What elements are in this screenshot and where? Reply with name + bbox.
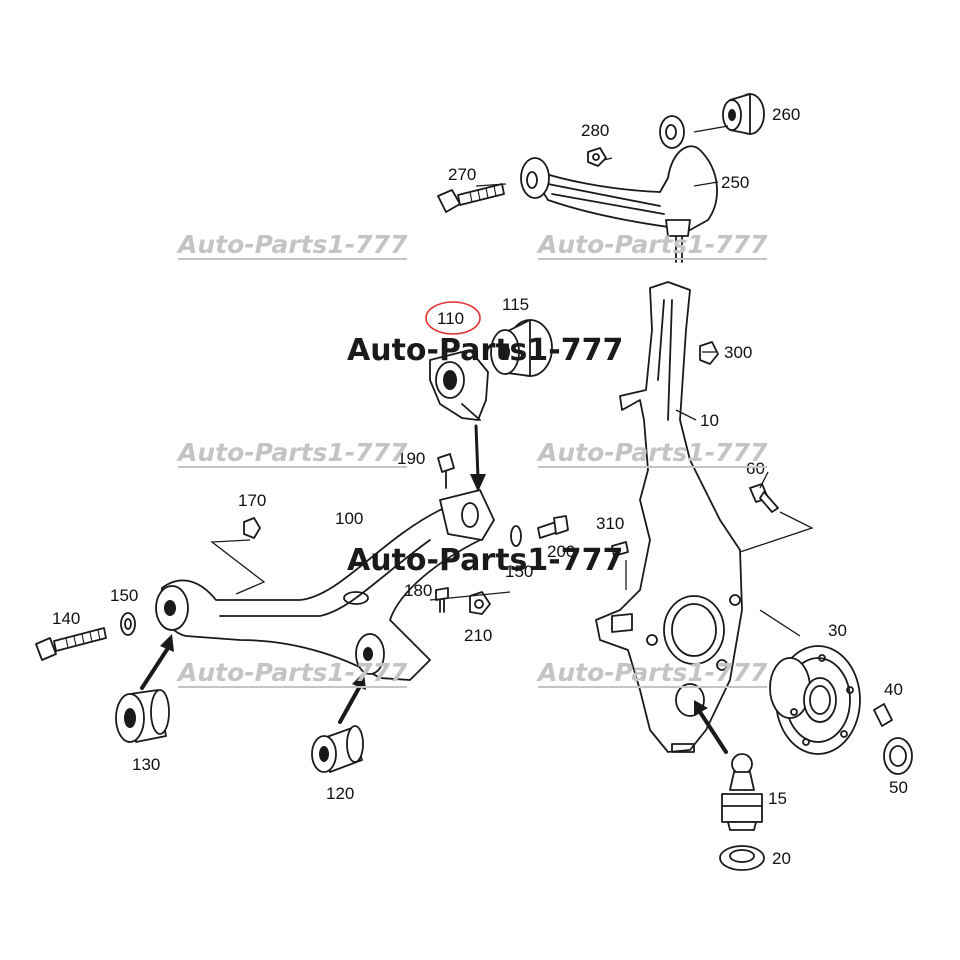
- nut-210: [469, 591, 491, 615]
- watermark: Auto-Parts1-777: [178, 658, 408, 688]
- callout-270: 270: [448, 165, 477, 184]
- callout-20: 20: [772, 849, 791, 868]
- callout-60: 60: [746, 459, 765, 478]
- washer-150-left: [120, 612, 136, 636]
- assembly-arrows: [140, 424, 728, 754]
- bushing-130: [115, 689, 170, 743]
- watermark: Auto-Parts1-777: [538, 230, 768, 260]
- nut-190: [437, 453, 455, 489]
- bolt-60: [749, 483, 779, 513]
- nut-300: [699, 341, 719, 365]
- bolt-200: [537, 515, 569, 539]
- ball-joint: [721, 753, 763, 831]
- upper-arm-bushing-260: [722, 93, 765, 135]
- nut-280: [587, 147, 607, 167]
- bolt-140: [35, 627, 107, 661]
- watermark: Auto-Parts1-777: [538, 658, 768, 688]
- bolt-180: [435, 587, 449, 613]
- lower-control-arm: [155, 489, 495, 681]
- bushing-carrier-110: [429, 349, 489, 421]
- leader-lines: [210, 125, 814, 637]
- callout-210: 210: [464, 626, 493, 645]
- callout-120: 120: [326, 784, 355, 803]
- bushing-115: [490, 319, 553, 377]
- callout-260: 260: [772, 105, 801, 124]
- watermark-bold: Auto-Parts1-777: [347, 333, 624, 368]
- callout-50: 50: [889, 778, 908, 797]
- callout-300: 300: [724, 343, 753, 362]
- callout-180: 180: [404, 581, 433, 600]
- callout-30: 30: [828, 621, 847, 640]
- bolt-310: [611, 541, 629, 557]
- callout-15: 15: [768, 789, 787, 808]
- nut-50: [883, 737, 913, 775]
- callout-250: 250: [721, 173, 750, 192]
- callout-200: 200: [547, 542, 576, 561]
- stud-40: [873, 703, 893, 727]
- watermark: Auto-Parts1-777: [178, 230, 408, 260]
- callout-40: 40: [884, 680, 903, 699]
- watermark-bold: Auto-Parts1-777: [347, 543, 624, 578]
- washer-150-right: [510, 525, 522, 547]
- callout-140: 140: [52, 609, 81, 628]
- bolt-270: [437, 183, 505, 213]
- highlight-ring-110: [425, 301, 481, 335]
- callout-150-right: 150: [505, 562, 534, 581]
- callout-100: 100: [335, 509, 364, 528]
- wheel-hub: [769, 645, 861, 755]
- ring-20: [719, 845, 765, 871]
- callout-110: 110: [437, 309, 465, 328]
- callout-115: 115: [502, 295, 530, 314]
- callout-170: 170: [238, 491, 267, 510]
- callout-280: 280: [581, 121, 610, 140]
- callout-190: 190: [397, 449, 426, 468]
- callout-310: 310: [596, 514, 625, 533]
- callout-10: 10: [700, 411, 719, 430]
- callout-150-left: 150: [110, 586, 139, 605]
- watermark: Auto-Parts1-777: [178, 438, 408, 468]
- nut-170: [243, 517, 261, 539]
- bushing-120: [311, 725, 364, 773]
- callout-130: 130: [132, 755, 161, 774]
- watermark: Auto-Parts1-777: [538, 438, 768, 468]
- upper-control-arm: [520, 115, 718, 263]
